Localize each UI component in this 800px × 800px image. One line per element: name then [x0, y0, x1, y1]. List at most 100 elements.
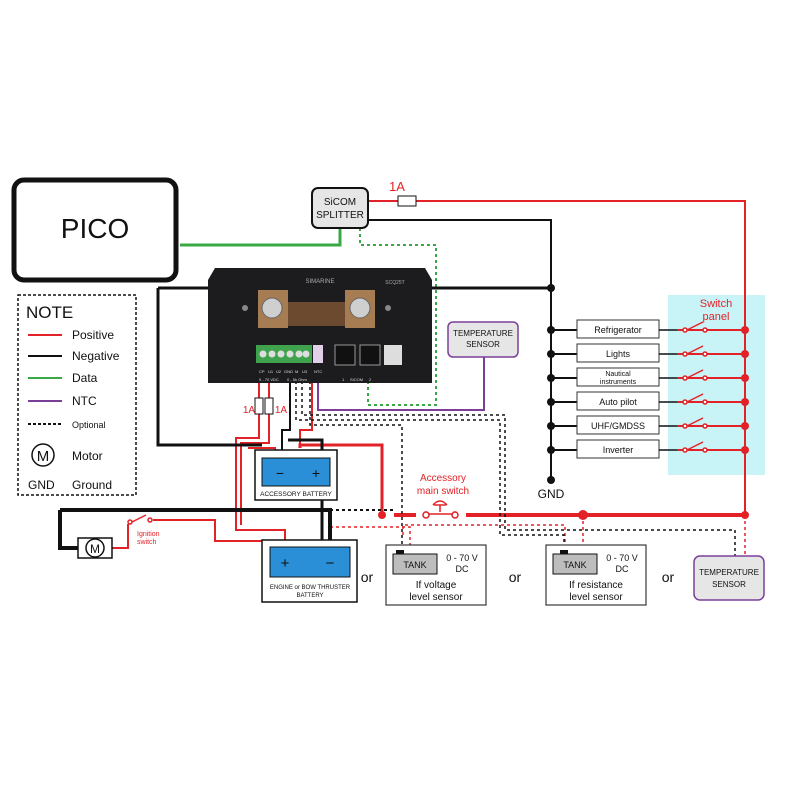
tank-voltage-range-1: 0 - 70 V [446, 553, 478, 563]
ignition-switch [127, 514, 153, 525]
load-inverter-label: Inverter [603, 445, 634, 455]
legend-motor-icon [31, 443, 55, 467]
tank-resistance-tank [552, 553, 598, 575]
tank-voltage-desc-1: If voltage [416, 580, 457, 591]
temperature-sensor-bottom [693, 555, 765, 601]
fuse-top [397, 195, 417, 207]
negative-wire-optional-tank-resistance [295, 375, 565, 548]
ntc-wire-top-sensor [317, 357, 485, 411]
accessory-battery-label: ACCESSORY BATTERY [260, 491, 332, 498]
tank-voltage-tank [392, 553, 438, 575]
pico-label: PICO [61, 213, 129, 244]
legend-label-ground: Ground [72, 478, 112, 492]
tank-voltage-terminal [396, 550, 404, 554]
engine-battery-plus: + [281, 555, 290, 572]
legend-gnd-abbr: GND [28, 478, 55, 492]
legend-title: NOTE [26, 303, 73, 322]
negative-wire-optional-tank-voltage [309, 375, 403, 548]
motor-symbol: M [90, 542, 100, 556]
fuse-device-left [254, 397, 264, 415]
load-inverter [576, 439, 660, 459]
tank-voltage-range-2: DC [456, 564, 469, 574]
battery-monitor-device: SIMARINE SCQ25T CP U1 U2 GND M U3 NTC 0 … [208, 268, 432, 383]
data-wire-optional-splitter-device [359, 228, 437, 406]
positive-wire-optional-tank-voltage [402, 524, 566, 548]
accessory-battery-plus: + [312, 465, 320, 481]
device-terminal-label-cp: CP [259, 369, 265, 374]
or-label-2: or [509, 569, 522, 585]
device-port-1 [334, 344, 356, 366]
load-refrigerator-label: Refrigerator [594, 325, 642, 335]
device-terminal-screw [277, 350, 285, 358]
device-terminal-screw [286, 350, 294, 358]
fuse-device-right-label: 1A [275, 405, 288, 416]
load-auto-pilot-label: Auto pilot [599, 397, 637, 407]
device-voltage-range: 0 - 70 VDC [259, 377, 279, 382]
device-brand: SIMARINE [305, 279, 334, 285]
load-uhf-gmdss-label: UHF/GMDSS [591, 421, 645, 431]
device-port-sicom-label: SICOM [350, 377, 363, 382]
accessory-switch-gap [416, 512, 466, 520]
negative-wire-device-accessory-minus [281, 375, 291, 455]
legend-label-data: Data [72, 371, 98, 385]
load-list: Refrigerator Lights Nautical instruments… [576, 319, 660, 459]
panel-switches [682, 321, 708, 453]
or-label-3: or [662, 569, 675, 585]
device-terminal-screw [268, 350, 276, 358]
accessory-switch-label-1: Accessory [420, 473, 466, 484]
negative-wires-loads [551, 329, 578, 451]
negative-wire-shunt-left-loop [156, 288, 262, 447]
accessory-battery-minus: − [276, 465, 284, 481]
accessory-battery: − + ACCESSORY BATTERY [254, 449, 338, 501]
ntc-wires [317, 357, 485, 411]
load-refrigerator [576, 319, 660, 339]
tank-resistance-terminal [560, 550, 568, 554]
or-label-1: or [361, 569, 374, 585]
device-qr-label [384, 345, 402, 365]
positive-wires-switch-panel [677, 329, 745, 451]
negative-wire-motor-left [58, 510, 78, 550]
device-terminal-screw [302, 350, 310, 358]
positive-wire-fuse-left-engine [235, 375, 286, 544]
device-terminal-label-u1: U1 [268, 369, 274, 374]
positive-wire-ignition-battery [153, 519, 278, 542]
temperature-sensor-top-line1: TEMPERATURE [453, 329, 513, 338]
device-terminal-label-m: M [295, 369, 298, 374]
tank-voltage-desc-2: level sensor [409, 592, 463, 603]
pico-box [11, 177, 179, 283]
tank-resistance-range-2: DC [616, 564, 629, 574]
sicom-splitter-box [311, 187, 369, 229]
negative-wire-optional-bottom-sensor [301, 375, 736, 556]
legend: NOTE Positive Negative Data NTC Optional… [17, 294, 137, 496]
load-nautical-instruments [576, 367, 660, 387]
legend-label-negative: Negative [72, 349, 120, 363]
temperature-sensor-bottom-line1: TEMPERATURE [699, 568, 759, 577]
device-terminal-screw [259, 350, 267, 358]
tank-resistance-sensor: TANK 0 - 70 V DC If resistance level sen… [545, 544, 647, 606]
device-ntc-label: NTC [314, 369, 322, 374]
load-nautical-label-1: Nautical [605, 371, 631, 378]
motor: M [77, 537, 113, 559]
device-terminal-label-gnd: GND [284, 369, 293, 374]
fuse-top-label: 1A [389, 179, 405, 194]
legend-label-optional: Optional [72, 420, 106, 430]
tank-resistance-tank-label: TANK [563, 560, 586, 570]
sicom-splitter-line2: SPLITTER [316, 210, 364, 221]
accessory-switch-contact-right [451, 511, 459, 519]
load-wires [659, 329, 677, 451]
tank-voltage-sensor: TANK 0 - 70 V DC If voltage level sensor [385, 544, 487, 606]
positive-wire-main-feed [416, 200, 746, 515]
tank-voltage-tank-label: TANK [403, 560, 426, 570]
device-port-2-label: 2 [369, 377, 372, 382]
device-bolt-right [349, 297, 371, 319]
engine-battery-cell [269, 546, 351, 578]
engine-battery: + − ENGINE or BOW THRUSTER BATTERY [261, 539, 358, 603]
junction-dots [378, 284, 749, 520]
motor-icon [85, 538, 105, 558]
ignition-label-1: Ignition [137, 531, 160, 538]
device-optional-range: 0 - 5k Ohm [287, 377, 307, 382]
tank-resistance-desc-1: If resistance [569, 580, 623, 591]
fuse-device-right [264, 397, 274, 415]
